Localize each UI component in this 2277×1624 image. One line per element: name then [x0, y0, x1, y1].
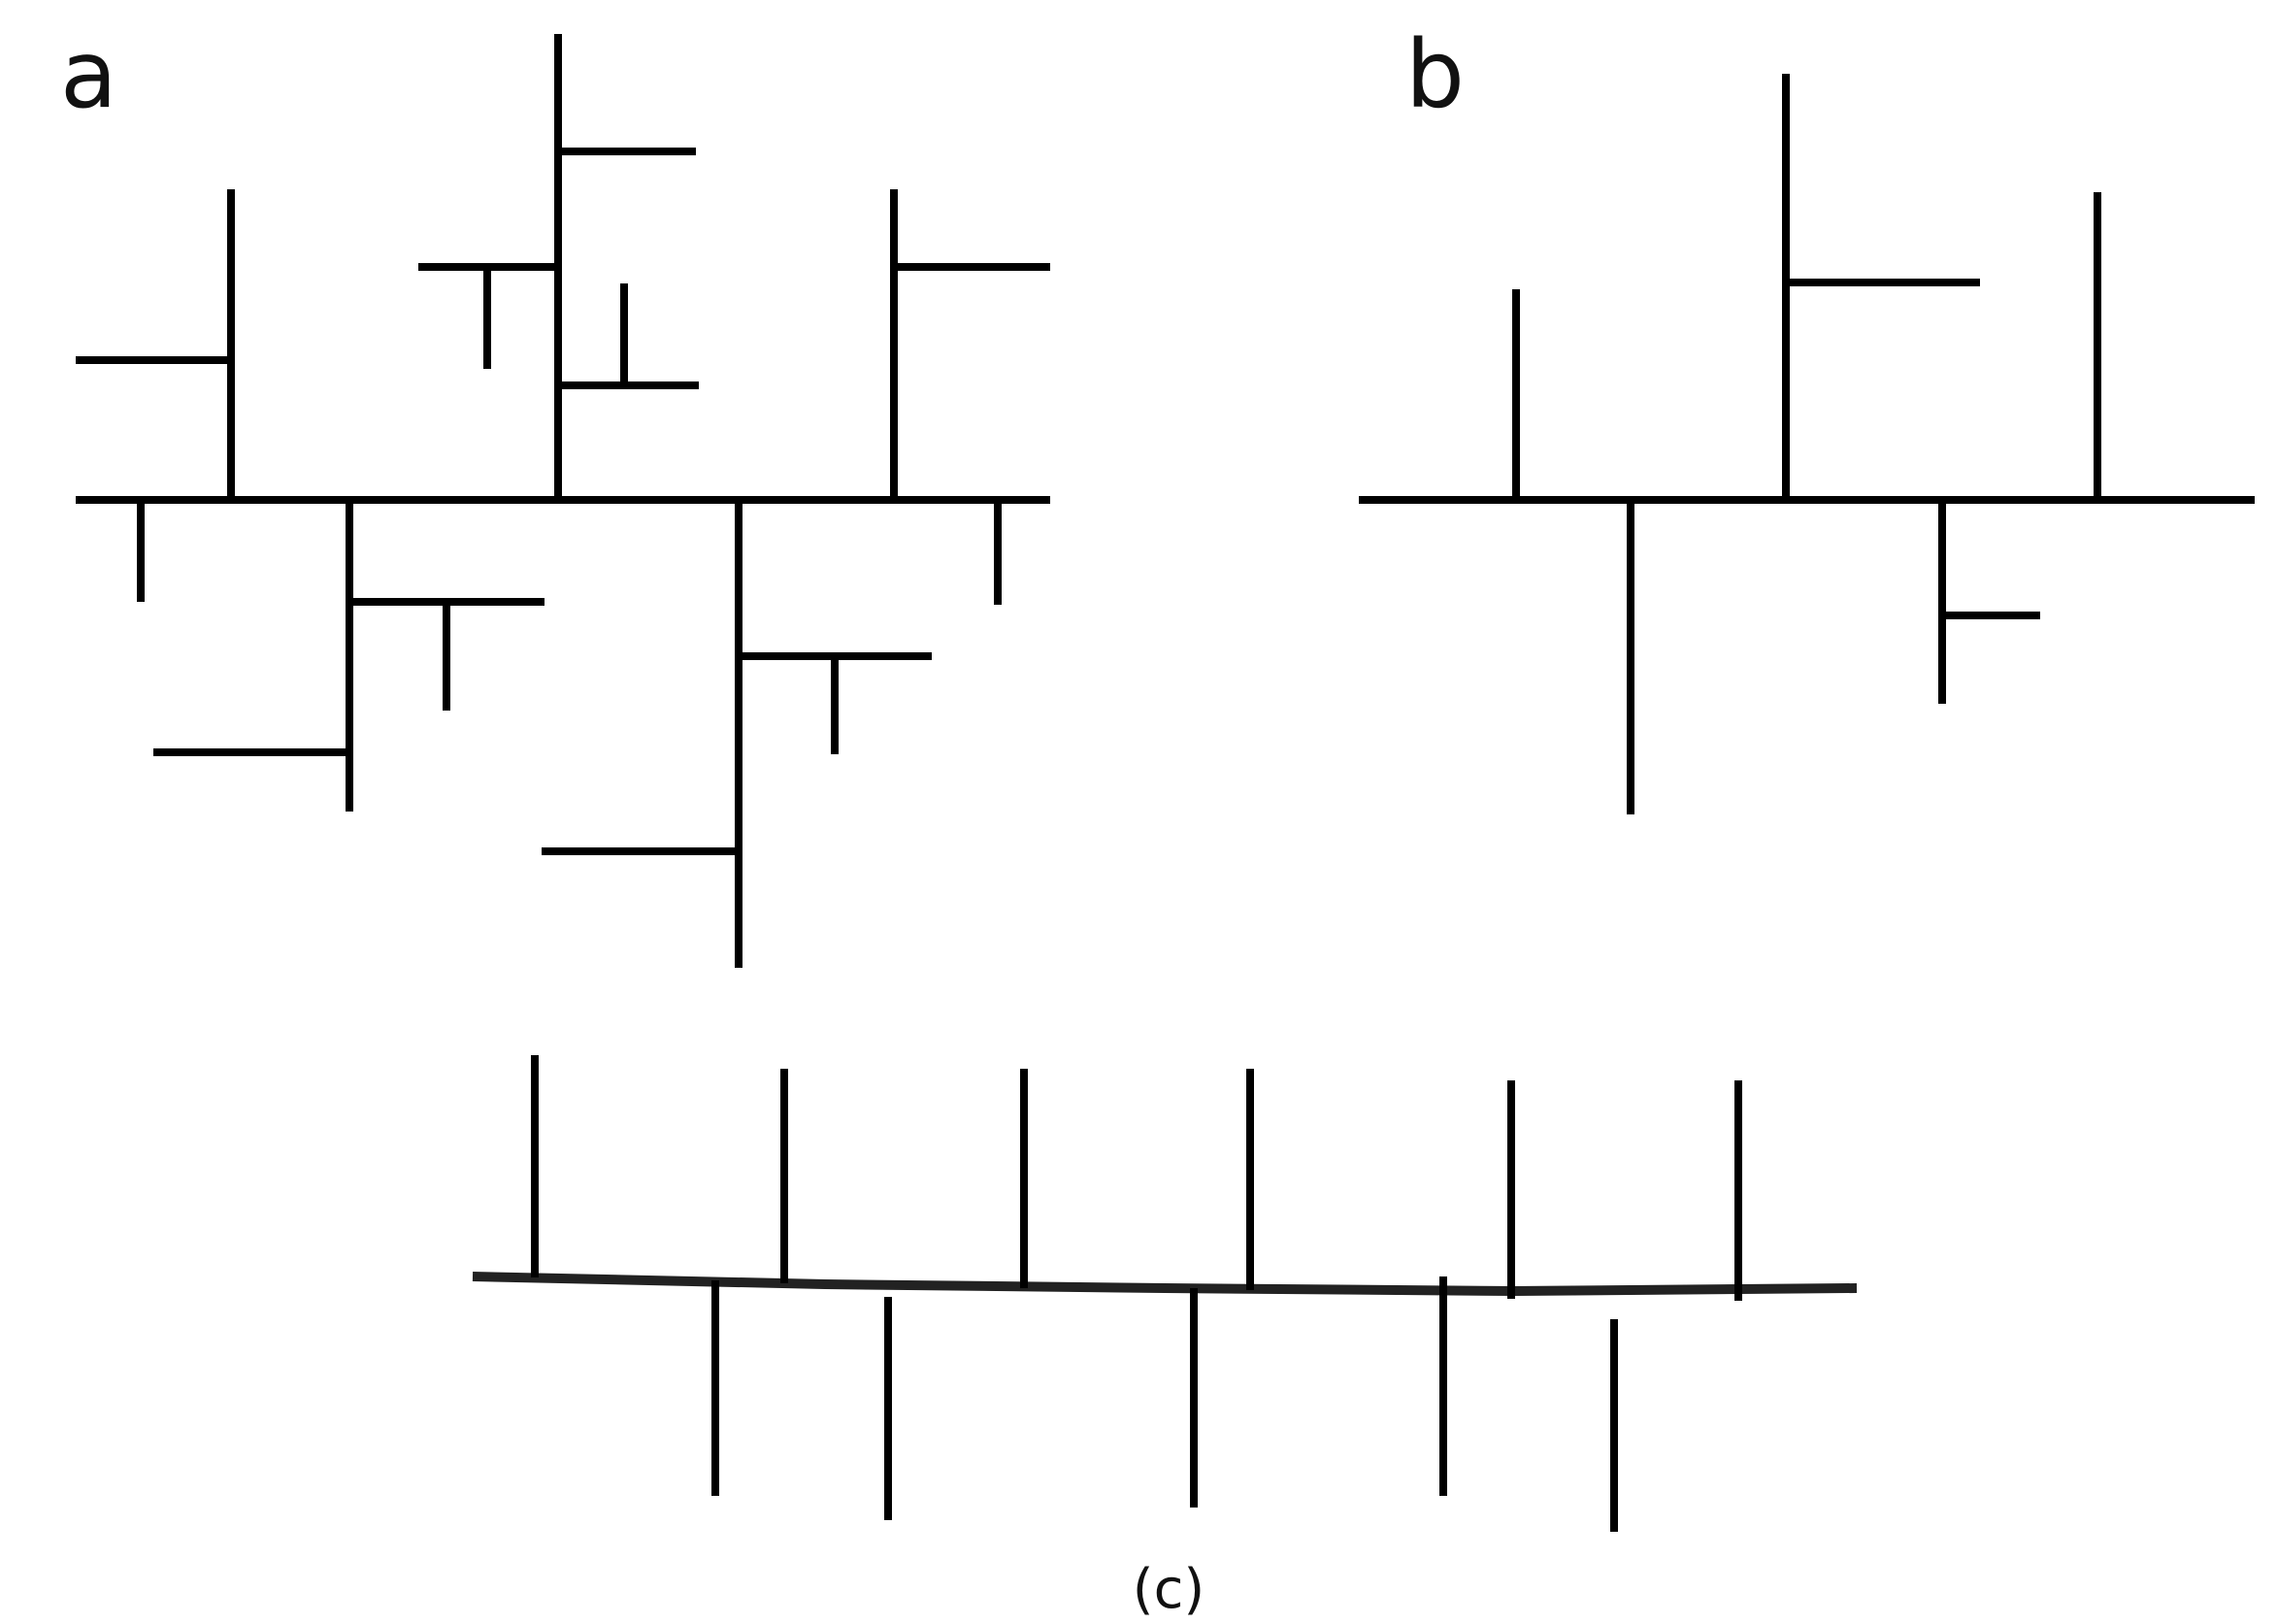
panel-a-label: a: [60, 20, 117, 129]
panel-c: [472, 1055, 1858, 1532]
panel-c-main-axis: [472, 1272, 1858, 1297]
panel-c-label: (c): [1133, 1558, 1204, 1621]
panel-b-label: b: [1405, 20, 1465, 129]
panel-a: [76, 34, 1050, 968]
panel-b: [1359, 74, 2255, 814]
